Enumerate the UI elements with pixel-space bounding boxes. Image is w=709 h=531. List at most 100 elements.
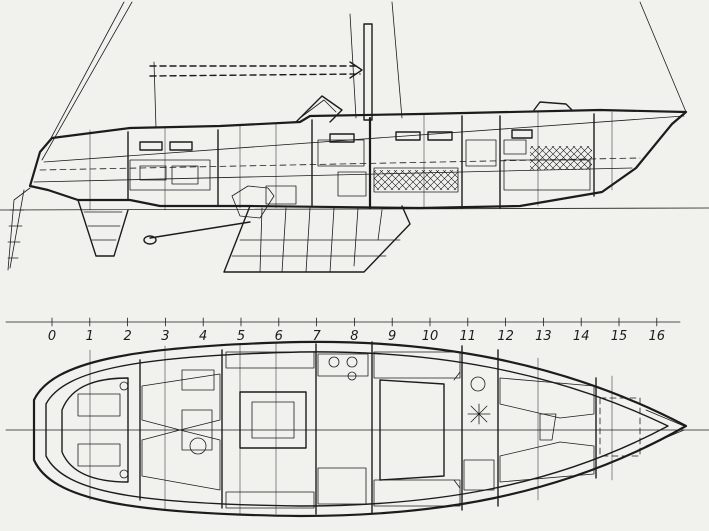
settee-cushion [374,170,458,190]
hull-outline [28,108,688,210]
plan-berths [141,351,595,509]
portlight [139,141,163,151]
propeller [143,235,157,245]
plan-fittings [181,353,685,505]
cockpit [61,377,129,483]
cabin-sole [39,157,641,171]
cockpit-seat [77,443,121,467]
boom-arrow [349,61,363,79]
boarding-ladder [7,187,31,271]
vberth-port [499,377,595,419]
station-label: 3 [161,329,169,344]
station-label: 10 [422,329,439,344]
engine [231,185,275,219]
settee-port-back [225,351,315,369]
deck-edge [45,351,669,507]
station-label: 9 [388,329,396,344]
station-label: 7 [312,329,321,344]
forehatch [533,101,573,111]
profile-interior [39,113,641,219]
doghouse-window [299,99,337,119]
plan-stations [89,341,613,515]
bow-fitting [645,409,685,427]
portlight [169,141,193,151]
saloon-table [239,391,307,449]
galley-stove [337,171,367,197]
plan-bulkheads [139,341,597,515]
backstay-line-2 [49,1,125,141]
station-label: 13 [535,329,552,344]
backstay-line [41,1,133,161]
table-leaf [251,401,295,439]
mast [363,23,373,121]
ice-box [317,467,367,505]
portlight [427,131,453,141]
rudder-lines [83,211,123,241]
locker [139,165,167,181]
winch [119,381,129,391]
mizzen-mast [153,61,157,129]
stove-burner [328,356,340,368]
saloon-settee-stbd [373,479,461,507]
saloon-cabin-sole [379,379,445,481]
portlight [395,131,421,141]
forepeak-hatch [599,397,641,457]
cockpit-outline [61,377,129,483]
portlight [511,129,533,139]
station-label: 15 [611,329,628,344]
station-label: 2 [123,329,131,344]
hull-profile [0,95,709,211]
hull-plan-outline [32,340,688,518]
hanging-locker [503,139,527,155]
winch [119,469,129,479]
keel [223,205,411,273]
station-label: 8 [350,329,358,344]
baseline [0,207,709,211]
portlights [139,129,533,151]
station-label: 5 [237,329,245,344]
anchor-well [539,413,557,441]
sheerline [43,115,685,163]
locker [171,165,199,185]
station-label: 4 [199,329,207,344]
quarter-berth [129,159,211,191]
aft-berth-port [141,373,221,431]
prop-shaft [149,221,251,239]
head-toilet [470,376,486,392]
door-swing [453,371,461,489]
galley-sink [347,371,357,381]
mast-step [467,403,491,425]
keel-lines [231,239,401,257]
station-label: 12 [497,329,514,344]
station-label: 11 [460,329,477,344]
station-label: 6 [275,329,283,344]
engine-block [265,185,297,205]
hanging-locker [463,459,495,491]
doghouse [295,95,343,123]
rigging [41,1,687,161]
plan-view [5,340,709,518]
station-label: 1 [86,329,94,344]
cushion-block [181,409,213,451]
keel-stations [259,207,383,273]
profile-stations [89,111,613,211]
bow-fitting [645,429,685,447]
ladder-rungs [7,209,25,259]
profile-view [0,1,709,273]
shroud-line-2 [391,1,403,119]
waterline [33,167,633,183]
stove-burner [346,356,358,368]
boom-dashed [149,65,361,77]
head-unit [465,139,497,167]
galley-counter [317,353,369,377]
sink [189,437,207,455]
vberth-stbd [499,441,595,483]
settee-stbd-back [225,491,315,509]
station-label: 14 [573,329,590,344]
rudder [77,199,129,257]
aft-berth-starboard [141,429,221,491]
portlight [329,133,355,143]
